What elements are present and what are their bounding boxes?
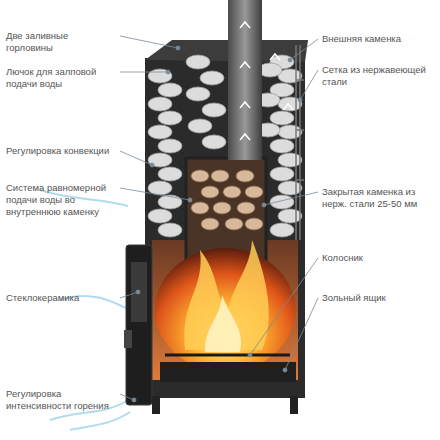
part-label: Стеклокерамика — [6, 292, 116, 304]
part-label: Лючок для залповой подачи воды — [6, 66, 116, 90]
part-label: Две заливные горловины — [6, 30, 116, 54]
part-label: Колосник — [322, 252, 434, 264]
part-label: Сетка из нержавеющей стали — [322, 64, 434, 88]
part-label: Система равномерной подачи воды во внутр… — [6, 182, 116, 218]
part-label: Внешняя каменка — [322, 33, 434, 45]
part-label: Регулировка интенсивности горения — [6, 388, 116, 412]
part-label: Закрытая каменка из нерж. стали 25-50 мм — [322, 186, 434, 210]
part-label: Зольный ящик — [322, 292, 434, 304]
part-label: Регулировка конвекции — [6, 145, 116, 157]
